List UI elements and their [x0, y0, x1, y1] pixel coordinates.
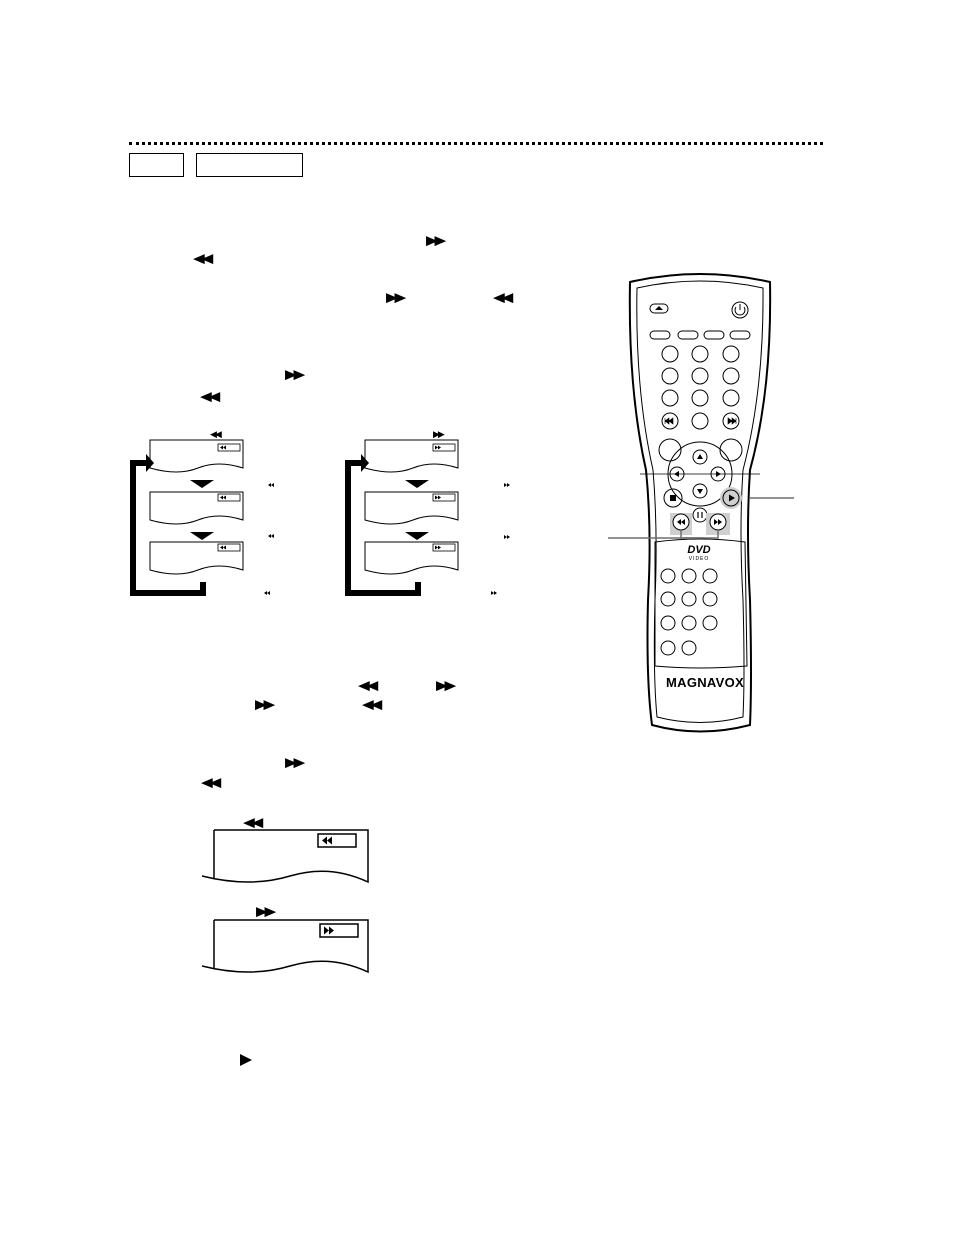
dvd-logo-subtext: VIDEO — [688, 556, 710, 562]
forward-screen-example — [201, 919, 369, 974]
forward-symbol: ▶▶ — [433, 429, 445, 439]
dvd-logo: DVD VIDEO — [681, 544, 717, 563]
reverse-screen-example — [201, 829, 369, 884]
reverse-symbol: ◀◀ — [358, 678, 378, 693]
forward-symbol: ▶▶ — [386, 290, 406, 305]
callout-lines — [608, 497, 794, 539]
forward-symbol: ▶▶ — [436, 678, 456, 693]
dvd-logo-text: DVD — [687, 544, 711, 556]
reverse-cycle-graphics — [130, 439, 274, 596]
forward-cycle-graphics — [345, 439, 510, 596]
brand-logo: MAGNAVOX — [666, 675, 744, 690]
forward-symbol: ▶▶ — [285, 755, 305, 770]
reverse-symbol: ◀◀ — [362, 697, 382, 712]
reverse-symbol: ◀◀ — [243, 815, 263, 830]
reverse-symbol: ◀◀ — [193, 251, 213, 266]
dotted-rule — [129, 142, 823, 145]
play-icon — [240, 1054, 252, 1066]
reverse-symbol: ◀◀ — [493, 290, 513, 305]
forward-symbol: ▶▶ — [256, 904, 276, 919]
section-title-tab — [196, 153, 303, 177]
reverse-symbol: ◀◀ — [210, 429, 222, 439]
forward-symbol: ▶▶ — [426, 233, 446, 248]
forward-symbol: ▶▶ — [255, 697, 275, 712]
reverse-symbol: ◀◀ — [200, 389, 220, 404]
reverse-symbol: ◀◀ — [201, 775, 221, 790]
remote-body — [628, 273, 772, 733]
section-tab — [129, 153, 184, 177]
forward-symbol: ▶▶ — [285, 367, 305, 382]
